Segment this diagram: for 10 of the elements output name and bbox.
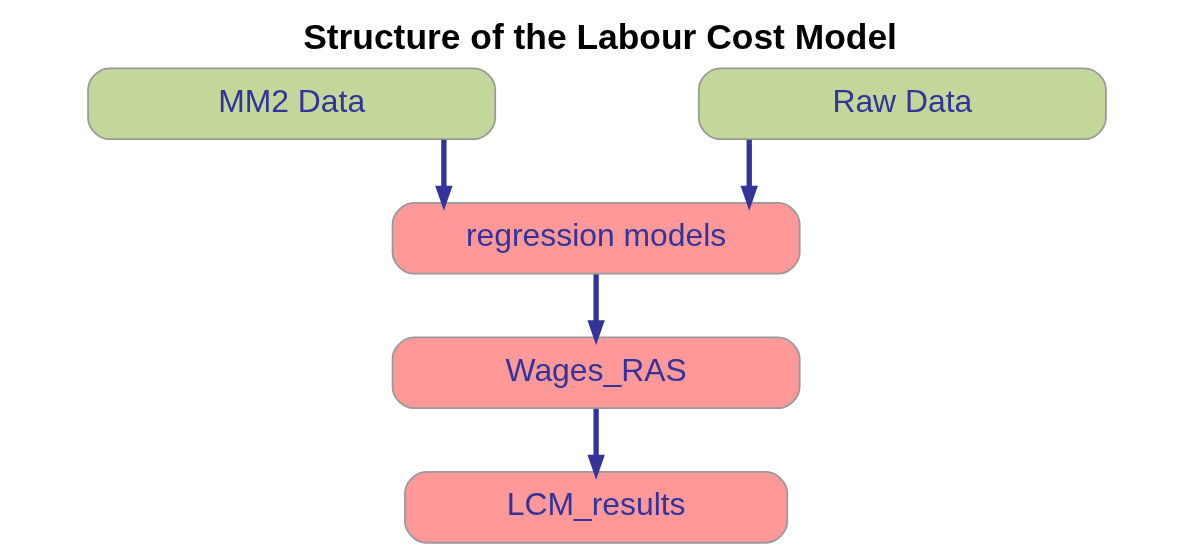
arrow [587, 408, 605, 480]
node-box: Wages_RAS [391, 336, 801, 410]
node-box: LCM_results [404, 471, 789, 544]
node-box: Raw Data [697, 67, 1107, 141]
diagram-title: Structure of the Labour Cost Model [303, 16, 897, 57]
arrow [435, 139, 453, 211]
arrow [587, 274, 605, 346]
node-box: regression models [391, 202, 801, 275]
arrow [740, 139, 758, 211]
node-box: MM2 Data [87, 67, 497, 141]
